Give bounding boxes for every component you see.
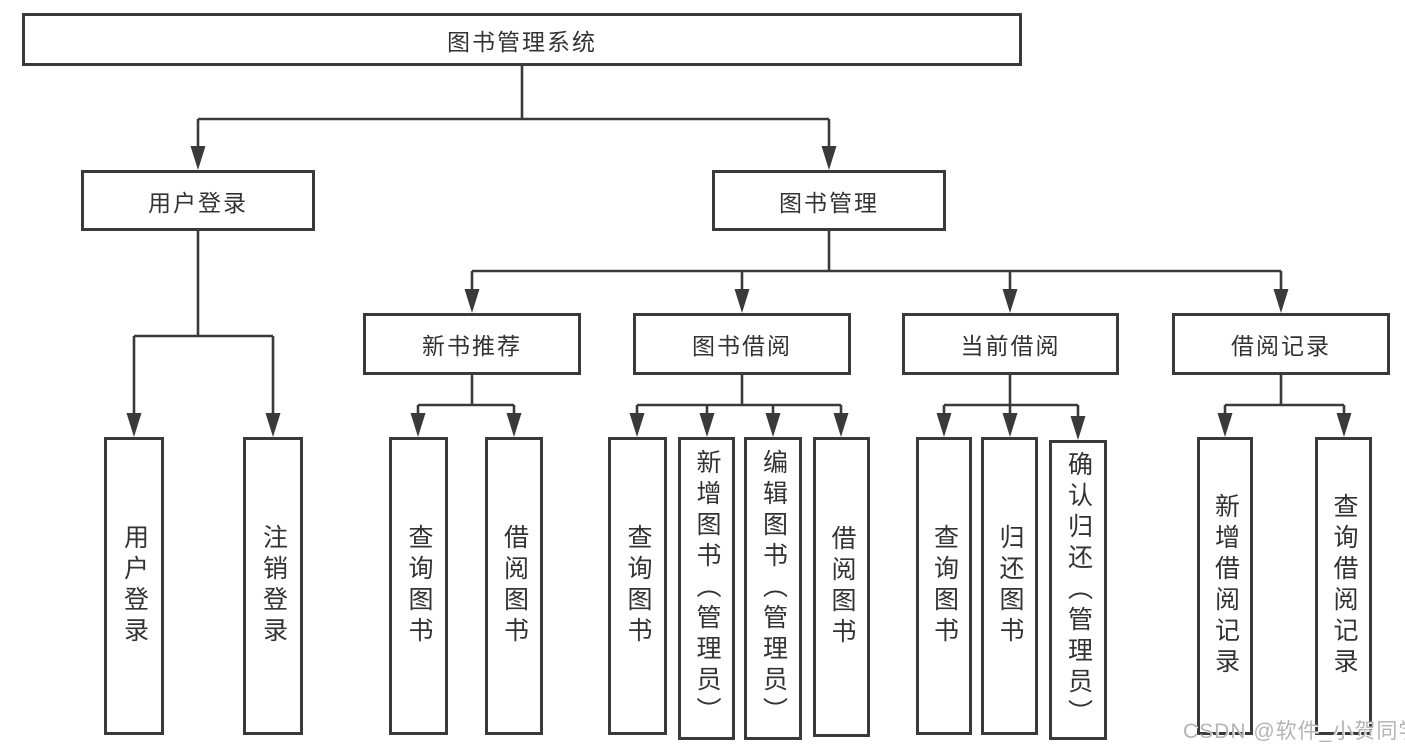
leaf-borrow-books-recommend: 借阅图书 (485, 437, 543, 735)
leaf-edit-book-admin-label: 编辑图书（管理员） (759, 449, 788, 728)
node-book-management-label: 图书管理 (779, 189, 879, 216)
leaf-query-books-recommend-label: 查询图书 (405, 524, 433, 648)
leaf-logout-label: 注销登录 (259, 524, 288, 648)
leaf-logout: 注销登录 (243, 437, 303, 735)
node-book-management: 图书管理 (712, 170, 946, 231)
leaf-query-books-current-label: 查询图书 (930, 524, 959, 648)
leaf-user-login: 用户登录 (104, 437, 164, 735)
leaf-borrow-books: 借阅图书 (813, 437, 870, 737)
node-book-borrow: 图书借阅 (633, 313, 851, 375)
leaf-add-book-admin: 新增图书（管理员） (678, 437, 735, 740)
node-library-system: 图书管理系统 (22, 13, 1022, 66)
leaf-return-book: 归还图书 (981, 437, 1038, 735)
leaf-query-books-borrow-label: 查询图书 (624, 524, 652, 648)
node-new-book-recommend: 新书推荐 (363, 313, 581, 375)
node-borrow-records-label: 借阅记录 (1231, 333, 1331, 359)
node-current-borrow: 当前借阅 (902, 313, 1119, 375)
leaf-edit-book-admin: 编辑图书（管理员） (744, 437, 802, 740)
node-new-book-recommend-label: 新书推荐 (422, 333, 522, 359)
csdn-watermark: CSDN @软件_小贺同学 (1183, 720, 1405, 743)
leaf-borrow-books-recommend-label: 借阅图书 (500, 524, 529, 648)
node-library-system-label: 图书管理系统 (447, 28, 597, 55)
leaf-add-borrow-record: 新增借阅记录 (1197, 437, 1253, 735)
leaf-borrow-books-label: 借阅图书 (828, 525, 856, 649)
node-current-borrow-label: 当前借阅 (960, 333, 1061, 359)
leaf-confirm-return-admin-label: 确认归还（管理员） (1064, 450, 1093, 730)
node-user-login: 用户登录 (81, 170, 315, 231)
leaf-add-book-admin-label: 新增图书（管理员） (693, 449, 721, 728)
leaf-query-borrow-record: 查询借阅记录 (1315, 437, 1372, 735)
node-borrow-records: 借阅记录 (1172, 313, 1390, 375)
node-book-borrow-label: 图书借阅 (692, 333, 792, 359)
leaf-add-borrow-record-label: 新增借阅记录 (1211, 493, 1240, 679)
arrowheads (126, 146, 1352, 440)
leaf-query-books-recommend: 查询图书 (389, 437, 448, 735)
leaf-return-book-label: 归还图书 (996, 524, 1024, 648)
leaf-query-books-current: 查询图书 (916, 437, 972, 735)
leaf-confirm-return-admin: 确认归还（管理员） (1049, 440, 1107, 740)
leaf-query-books-borrow: 查询图书 (608, 437, 667, 735)
node-user-login-label: 用户登录 (148, 189, 248, 216)
leaf-query-borrow-record-label: 查询借阅记录 (1330, 493, 1358, 679)
leaf-user-login-label: 用户登录 (120, 524, 149, 648)
